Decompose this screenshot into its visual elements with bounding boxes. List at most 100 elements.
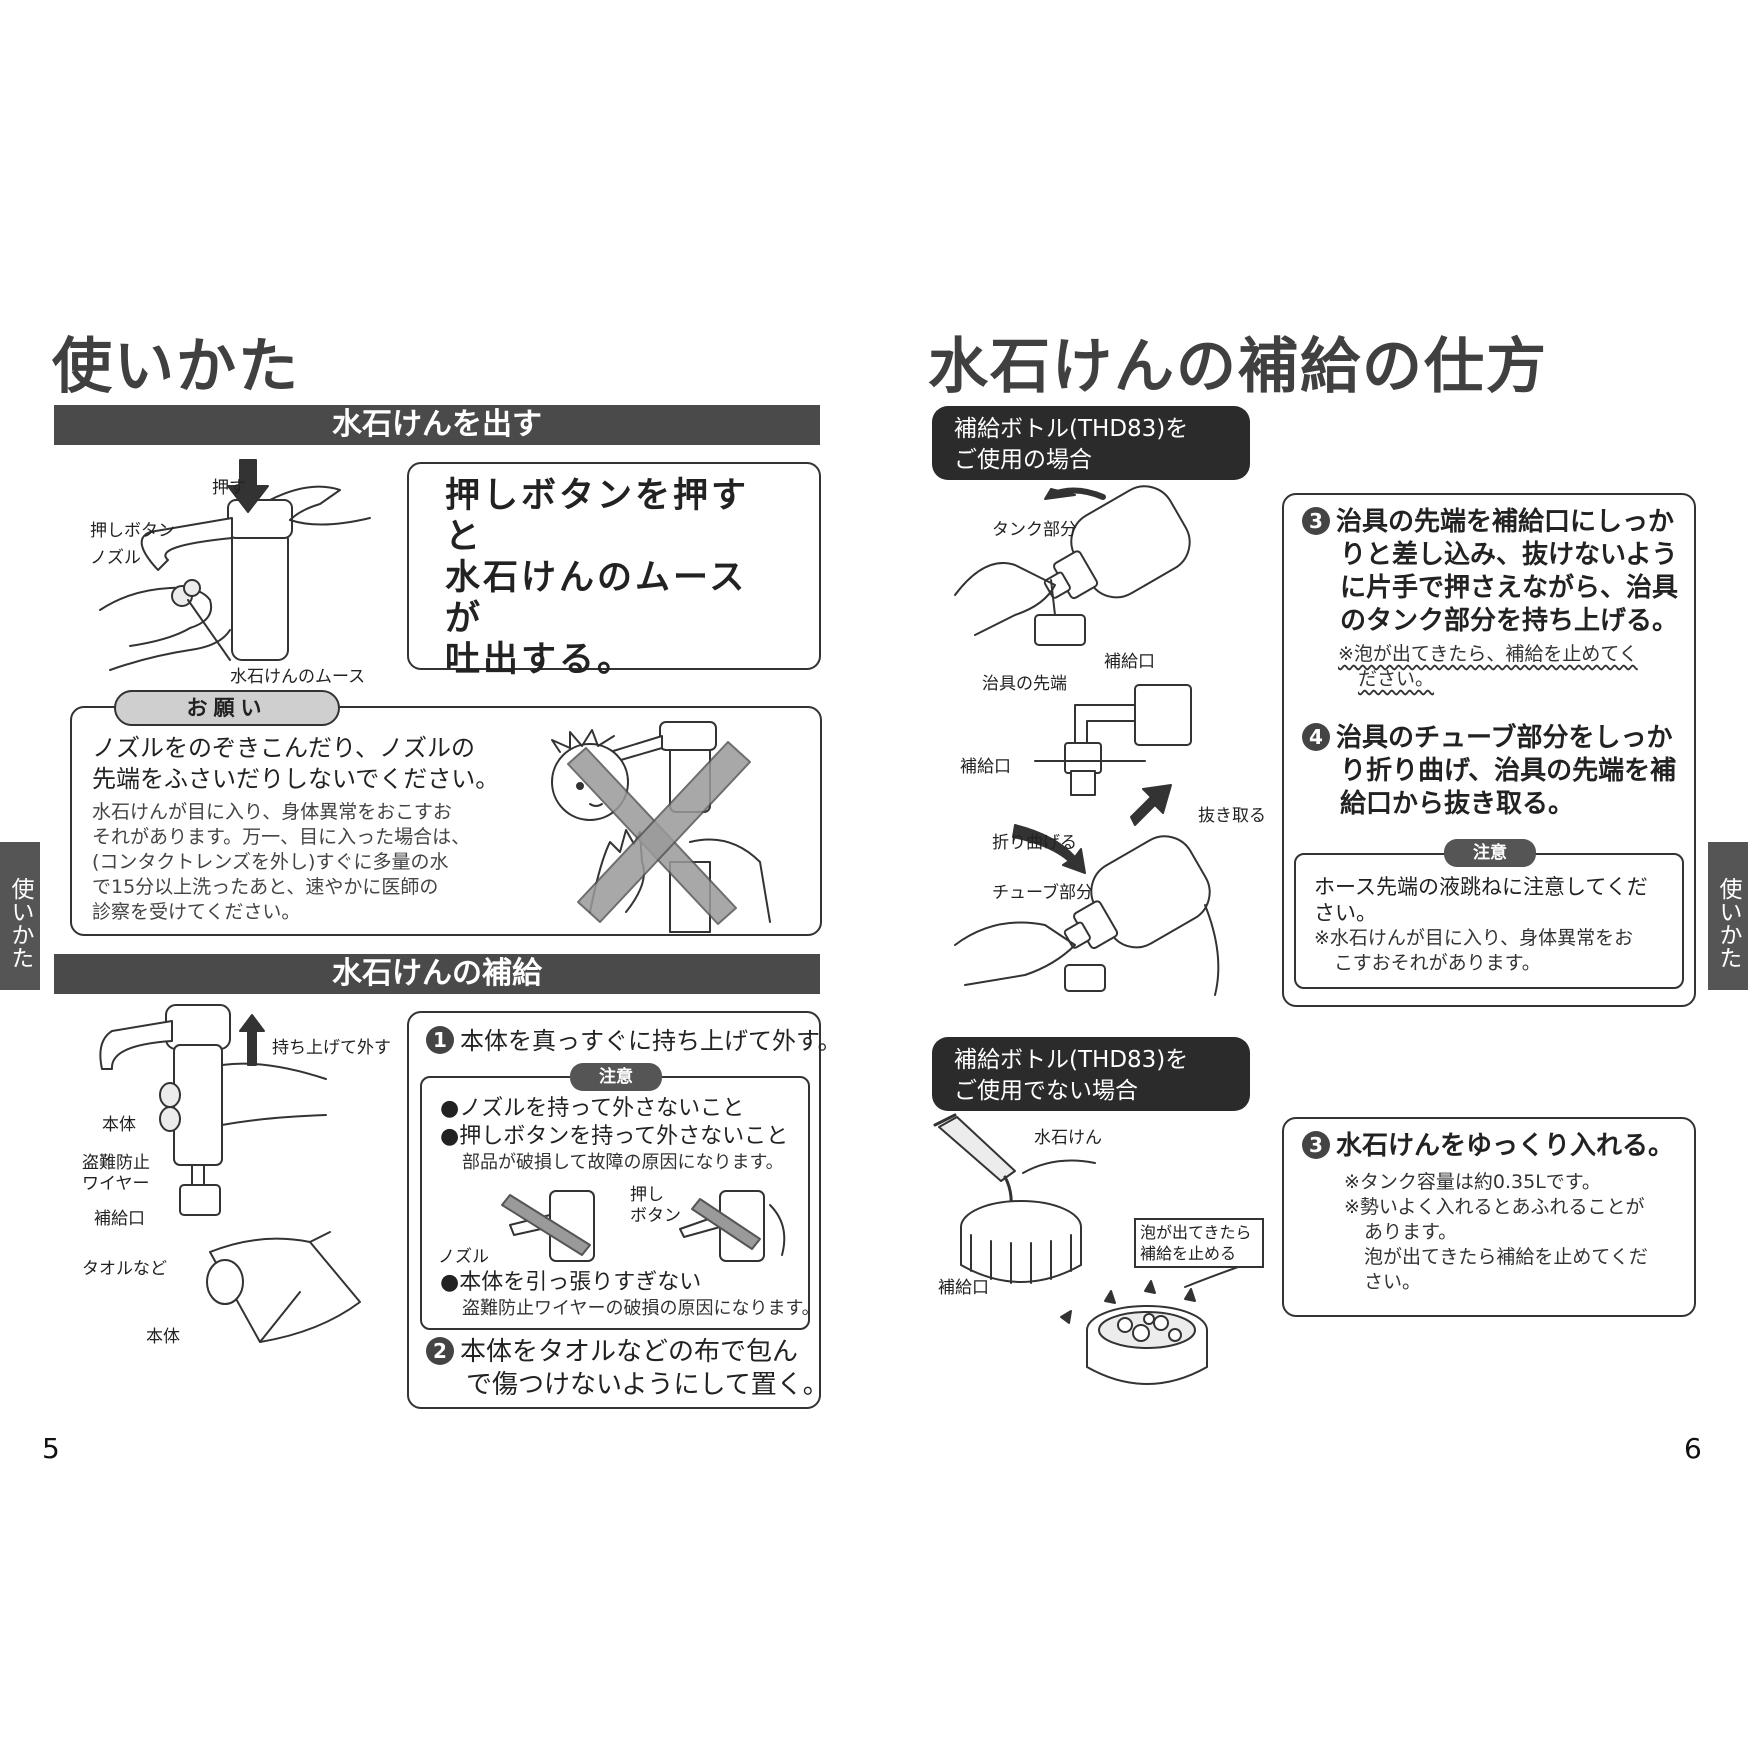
dispense-illustration	[99, 459, 371, 671]
case1-label: 補給ボトル(THD83)を ご使用の場合	[932, 406, 1250, 480]
label-pull-out: 抜き取る	[1198, 806, 1266, 826]
label-wire: 盗難防止 ワイヤー	[82, 1153, 150, 1195]
label-button-line: 押し	[630, 1185, 664, 1205]
label-port-b: 補給口	[960, 757, 1011, 777]
case1-label-line: ご使用の場合	[954, 447, 1092, 473]
dispense-instruction-line: 水石けんのムースが	[445, 558, 748, 639]
label-wire-line: 盗難防止	[82, 1153, 150, 1173]
towel-illustration	[206, 1231, 361, 1343]
label-wire-line: ワイヤー	[82, 1174, 150, 1194]
note-line: ※勢いよく入れるとあふれることが	[1344, 1196, 1645, 1218]
label-tube: チューブ部分	[992, 883, 1093, 903]
request-main-text: ノズルをのぞきこんだり、ノズルの 先端をふさいだりしないでください。	[92, 733, 499, 795]
caution-text-right: ホース先端の液跳ねに注意してくだ さい。	[1314, 874, 1648, 926]
dispense-instruction-line: 吐出する。	[445, 640, 636, 680]
note-line: さい。	[1364, 1271, 1422, 1293]
label-bend: 折り曲げる	[992, 833, 1077, 853]
request-sub-line: で15分以上洗ったあと、速やかに医師の	[92, 876, 439, 898]
label-port-a: 補給口	[1104, 652, 1155, 672]
label-button-line: ボタン	[630, 1206, 681, 1226]
label-lift: 持ち上げて外す	[272, 1038, 391, 1058]
request-main-line: 先端をふさいだりしないでください。	[92, 765, 500, 793]
step-number: 2	[426, 1337, 454, 1365]
label-tip: 治具の先端	[982, 674, 1067, 694]
step-number: 1	[426, 1026, 454, 1054]
case2-label-line: 補給ボトル(THD83)を	[954, 1047, 1189, 1073]
label-mousse: 水石けんのムース	[230, 667, 366, 687]
caution-item-3: ●本体を引っ張りすぎない	[440, 1270, 702, 1295]
lift-illustration	[99, 1004, 327, 1216]
case2-label-line: ご使用でない場合	[954, 1078, 1138, 1104]
request-sub-line: 診察を受けてください。	[92, 901, 301, 923]
step-line: 本体をタオルなどの布で包ん	[460, 1337, 799, 1367]
caution-note-line: こすおそれがあります。	[1334, 952, 1541, 974]
label-port-c: 補給口	[938, 1278, 989, 1298]
step-line: 治具の先端を補給口にしっか	[1336, 507, 1675, 537]
page-title-right: 水石けんの補給の仕方	[928, 332, 1548, 402]
note-line: あります。	[1364, 1221, 1458, 1243]
bubble-line: 補給を止める	[1140, 1244, 1237, 1263]
case2-illustration	[933, 1113, 1256, 1385]
case1-illustration	[954, 485, 1220, 996]
request-sub-text: 水石けんが目に入り、身体異常をおこすお それがあります。万一、目に入った場合は、…	[92, 800, 470, 925]
step-number: 3	[1302, 1131, 1330, 1159]
label-push: 押す	[212, 478, 246, 498]
label-tank: タンク部分	[992, 520, 1077, 540]
label-body-2: 本体	[146, 1327, 180, 1347]
label-port: 補給口	[94, 1209, 145, 1229]
note-line: ※タンク容量は約0.35Lです。	[1344, 1171, 1601, 1193]
bubble-callout: 泡が出てきたら 補給を止める	[1134, 1218, 1264, 1268]
step-text: 本体を真っすぐに持ち上げて外す。	[460, 1027, 842, 1055]
caution-box-right	[1294, 853, 1684, 989]
caution-note-line: ※水石けんが目に入り、身体異常をお	[1314, 927, 1634, 949]
step-line: り折り曲げ、治具の先端を補	[1340, 756, 1677, 786]
caution-list: ●ノズルを持って外さないこと ●押しボタンを持って外さないこと	[440, 1095, 788, 1151]
dispense-instruction-box: 押しボタンを押すと 水石けんのムースが 吐出する。	[407, 462, 821, 680]
caution-note-3: 盗難防止ワイヤーの破損の原因になります。	[462, 1298, 820, 1319]
case1-label-line: 補給ボトル(THD83)を	[954, 416, 1189, 442]
caution-item: ●押しボタンを持って外さないこと	[440, 1124, 789, 1149]
label-body: 本体	[102, 1115, 136, 1135]
warning-illustration	[551, 721, 771, 933]
note-line: 泡が出てきたら補給を止めてくだ	[1364, 1246, 1648, 1268]
step-line: に片手で押さえながら、治具	[1340, 573, 1679, 603]
bubble-line: 泡が出てきたら	[1140, 1223, 1252, 1242]
dispense-instruction-line: 押しボタンを押すと	[445, 476, 750, 557]
caution-line: さい。	[1314, 901, 1377, 925]
label-nozzle-caution: ノズル	[438, 1247, 489, 1267]
caution-note: 部品が破損して故障の原因になります。	[462, 1152, 784, 1173]
step-line: 治具のチューブ部分をしっか	[1336, 723, 1673, 753]
step-number: 3	[1302, 507, 1330, 535]
page-title-left: 使いかた	[52, 332, 300, 402]
page-number-left: 5	[42, 1432, 60, 1465]
side-tab-right: 使いかた	[1708, 842, 1748, 990]
step-line: りと差し込み、抜けないよう	[1340, 540, 1678, 570]
request-sub-line: 水石けんが目に入り、身体異常をおこすお	[92, 801, 452, 823]
page-number-right: 6	[1684, 1432, 1702, 1465]
case2-steps-box	[1282, 1117, 1696, 1317]
label-nozzle: ノズル	[90, 548, 141, 568]
caution-line: ホース先端の液跳ねに注意してくだ	[1314, 875, 1648, 899]
step-line: 給口から抜き取る。	[1340, 789, 1575, 819]
caution-label-right: 注意	[1444, 839, 1536, 867]
caution-illustration	[501, 1190, 786, 1262]
caution-item: ●ノズルを持って外さないこと	[440, 1096, 745, 1121]
step-text: 水石けんをゆっくり入れる。	[1336, 1131, 1675, 1161]
step-line: のタンク部分を持ち上げる。	[1340, 606, 1679, 636]
case2-step-3-notes: ※タンク容量は約0.35Lです。 ※勢いよく入れるとあふれることが あります。 …	[1344, 1170, 1648, 1295]
label-push-button: 押しボタン	[90, 521, 175, 541]
label-soap: 水石けん	[1034, 1128, 1102, 1148]
note-line: ※泡が出てきたら、補給を止めてく	[1338, 643, 1638, 665]
section-header-dispense: 水石けんを出す	[54, 405, 820, 445]
case2-label: 補給ボトル(THD83)を ご使用でない場合	[932, 1037, 1250, 1111]
label-towel: タオルなど	[82, 1259, 167, 1279]
request-sub-line: (コンタクトレンズを外し)すぐに多量の水	[92, 851, 449, 873]
note-line: ださい。	[1358, 668, 1435, 690]
step-number: 4	[1302, 723, 1330, 751]
step-line: で傷つけないようにして置く。	[466, 1370, 829, 1400]
